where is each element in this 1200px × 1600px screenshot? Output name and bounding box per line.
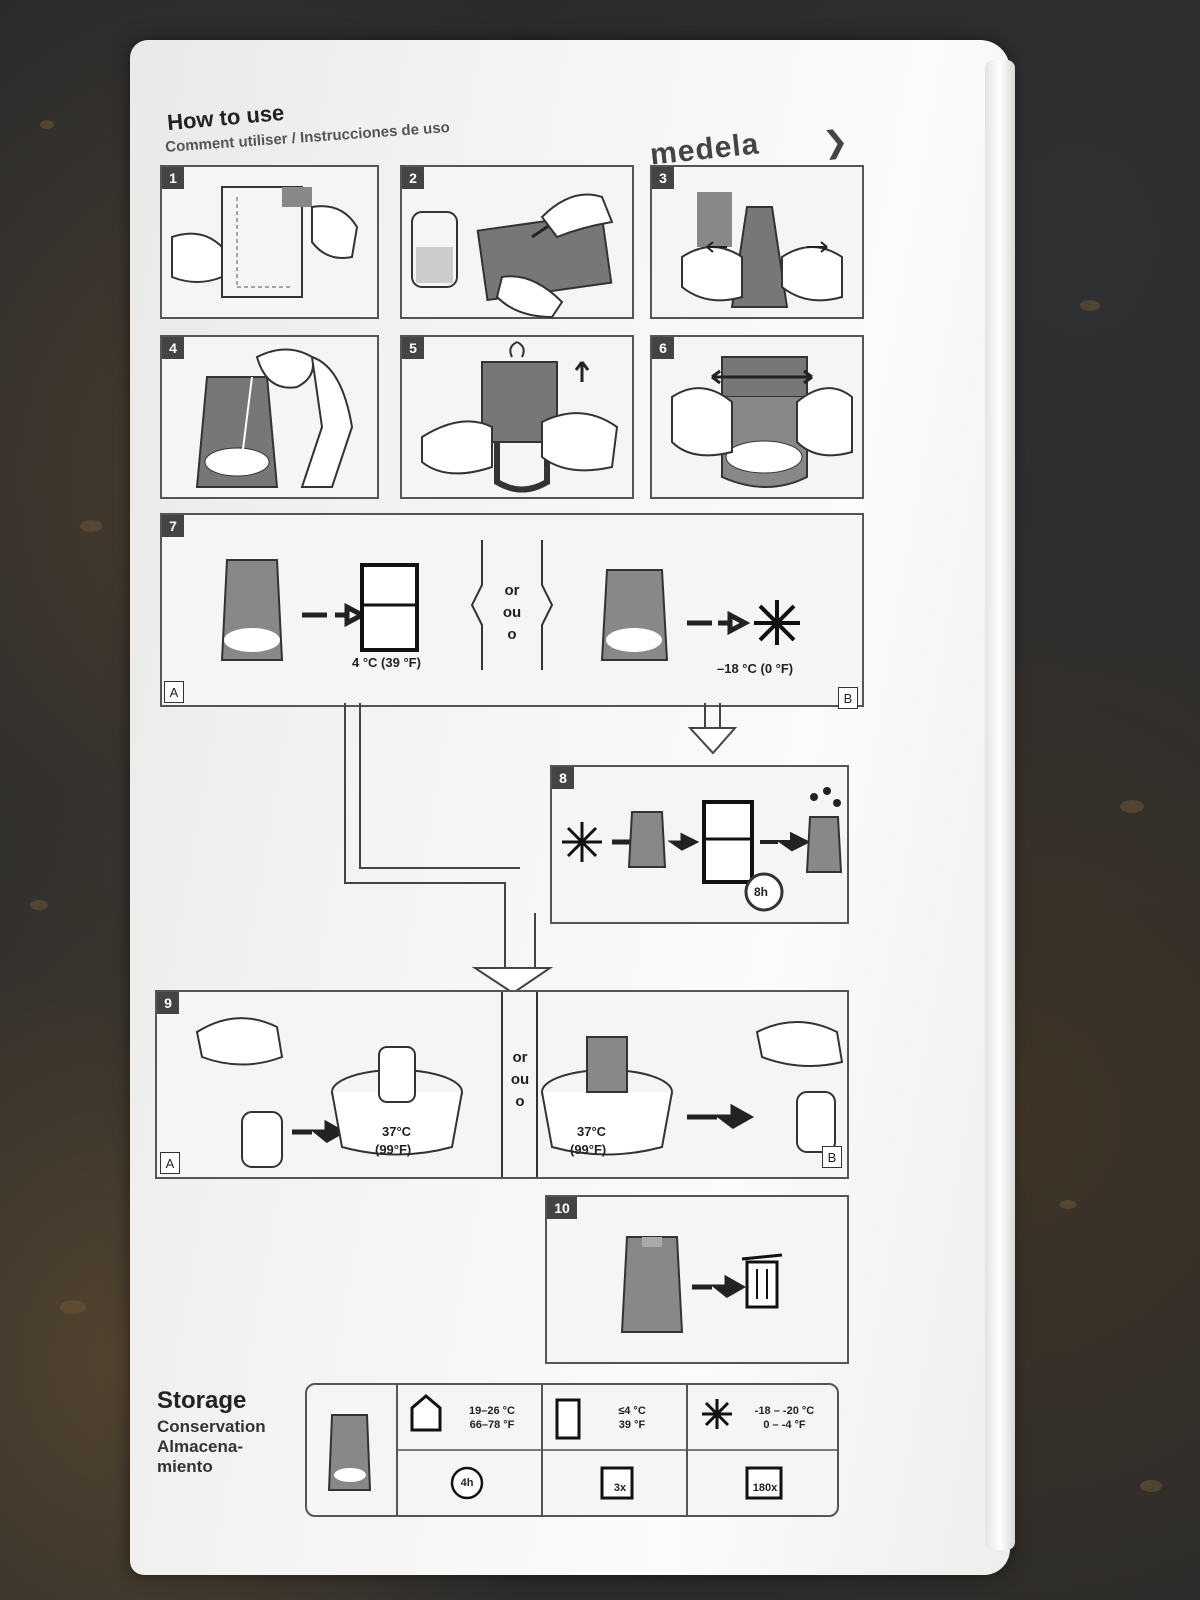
step-number: 3 bbox=[652, 167, 674, 189]
warm-temp-a: 37°C bbox=[382, 1124, 412, 1139]
thaw-time-label: 8h bbox=[754, 885, 769, 899]
option-b-marker: B bbox=[838, 687, 858, 709]
or-separator: or ou o bbox=[500, 1047, 540, 1113]
how-to-use-title: How to use bbox=[166, 99, 286, 136]
storage-grid bbox=[327, 1385, 837, 1515]
option-b-marker: B bbox=[822, 1146, 842, 1168]
fridge-temp-f: 39 °F bbox=[618, 1419, 646, 1431]
pour-milk-illustration bbox=[195, 348, 354, 488]
step-1-panel: 1 bbox=[160, 165, 379, 319]
or-fr: ou bbox=[510, 1071, 530, 1088]
or-separator: or ou o bbox=[492, 580, 532, 646]
step-7-panel: 7 4 °C (39 °F) or ou o –18 °C (0 °F) bbox=[160, 513, 864, 709]
room-temp-c: 19–26 °C bbox=[469, 1405, 515, 1417]
freezer-temp-c: -18 – -20 °C bbox=[754, 1405, 815, 1417]
step-number: 5 bbox=[402, 337, 424, 359]
step-10-panel: 10 bbox=[545, 1195, 849, 1364]
warm-temp-b-f: (99°F) bbox=[570, 1142, 607, 1157]
dispose-illustration bbox=[620, 1236, 783, 1333]
storage-title-fr: Conservation bbox=[157, 1417, 266, 1436]
freezer-temp-label: –18 °C (0 °F) bbox=[717, 661, 794, 676]
step-number: 4 bbox=[162, 337, 184, 359]
or-en: or bbox=[512, 1049, 528, 1066]
room-temp-f: 66–78 °F bbox=[469, 1419, 515, 1431]
step-4-panel: 4 bbox=[160, 335, 379, 499]
instruction-sheet: How to use Comment utiliser / Instruccio… bbox=[155, 95, 870, 1545]
storage-title-es-1: Almacena- bbox=[157, 1437, 243, 1456]
fridge-temp-c: ≤4 °C bbox=[618, 1405, 646, 1417]
step-5-panel: 5 bbox=[400, 335, 634, 499]
brand-logo-icon: ❯ bbox=[821, 124, 850, 161]
step-number: 6 bbox=[652, 337, 674, 359]
step-3-panel: 3 bbox=[650, 165, 864, 319]
flow-arrows bbox=[344, 703, 738, 995]
step-number: 1 bbox=[162, 167, 184, 189]
storage-title: Storage bbox=[157, 1387, 247, 1414]
or-fr: ou bbox=[502, 604, 522, 621]
storage-title-es-2: miento bbox=[157, 1457, 213, 1476]
freezer-qty: 180x bbox=[752, 1482, 778, 1494]
or-es: o bbox=[515, 1093, 525, 1110]
thaw-illustration bbox=[562, 787, 843, 912]
option-a-marker: A bbox=[164, 681, 184, 703]
or-es: o bbox=[507, 626, 517, 643]
step-9-panel: 9 37°C (99°F) or ou o 37°C (99°F) A B bbox=[155, 990, 849, 1179]
warm-temp-b: 37°C bbox=[577, 1124, 607, 1139]
warm-milk-illustration bbox=[195, 992, 844, 1177]
step-number: 7 bbox=[162, 515, 184, 537]
step-number: 9 bbox=[157, 992, 179, 1014]
tear-open-illustration bbox=[171, 186, 359, 298]
step-2-panel: 2 bbox=[400, 165, 634, 319]
step-number: 8 bbox=[552, 767, 574, 789]
or-en: or bbox=[504, 582, 520, 599]
step-8-panel: 8 8h bbox=[550, 765, 849, 924]
step-6-panel: 6 bbox=[650, 335, 864, 499]
storage-table: 19–26 °C 66–78 °F 4h ≤4 °C 39 °F 3x -18 … bbox=[305, 1383, 839, 1517]
seal-bag-illustration bbox=[671, 356, 853, 488]
bag-seal-edge bbox=[985, 60, 1015, 1550]
room-time: 4h bbox=[460, 1477, 474, 1489]
warm-temp-a-f: (99°F) bbox=[375, 1142, 412, 1157]
open-bag-illustration bbox=[681, 192, 843, 308]
step-number: 2 bbox=[402, 167, 424, 189]
fridge-temp-label: 4 °C (39 °F) bbox=[352, 655, 421, 670]
option-a-marker: A bbox=[160, 1152, 180, 1174]
remove-air-illustration bbox=[421, 341, 619, 493]
store-options-illustration bbox=[220, 540, 800, 670]
fridge-qty: 3x bbox=[613, 1482, 627, 1494]
label-writing-illustration bbox=[411, 193, 614, 319]
freezer-temp-f: 0 – -4 °F bbox=[763, 1419, 806, 1431]
step-number: 10 bbox=[547, 1197, 577, 1219]
